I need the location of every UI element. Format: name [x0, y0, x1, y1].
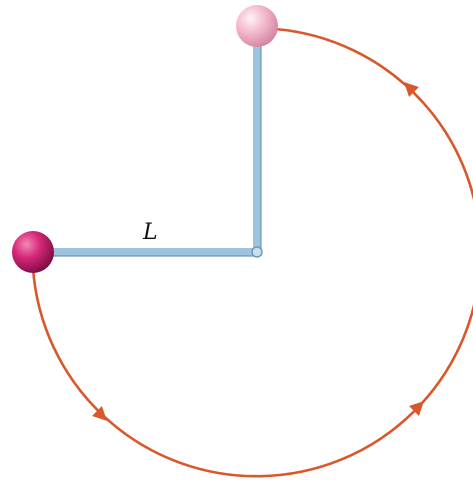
rod-length-label: L — [142, 220, 158, 245]
pivot-icon — [251, 246, 263, 258]
rod-vertical — [253, 32, 261, 252]
rod-horizontal — [36, 248, 258, 256]
ball-icon — [12, 231, 54, 273]
ghost-ball-icon — [236, 5, 278, 47]
